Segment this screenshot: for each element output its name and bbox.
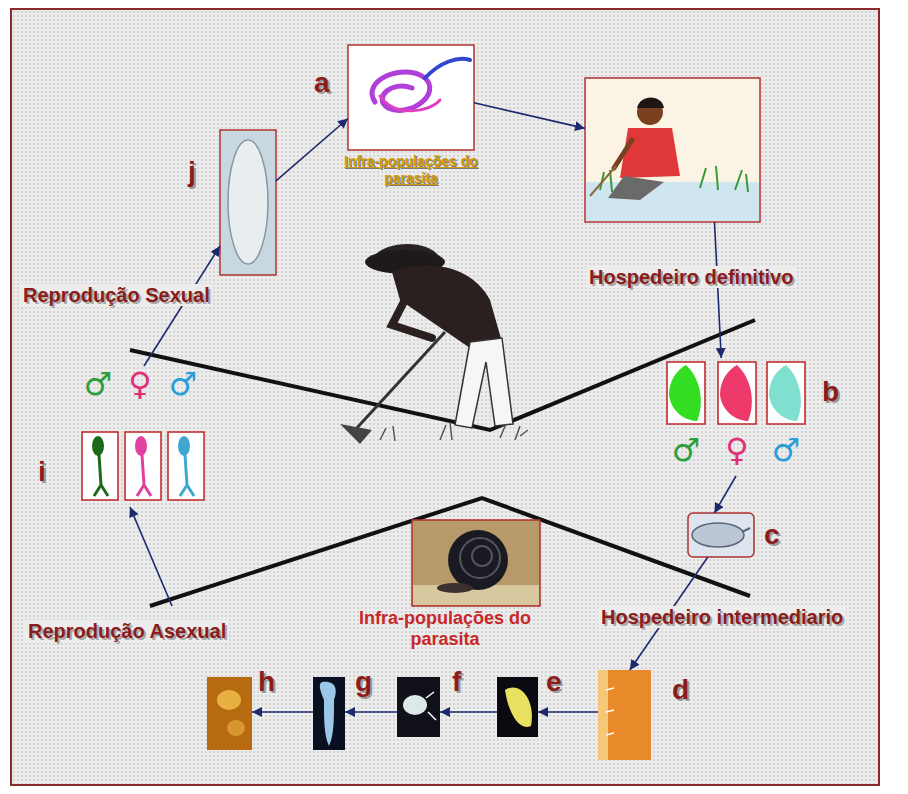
image-node: g bbox=[313, 677, 345, 750]
flow-arrow bbox=[144, 246, 220, 366]
image-node: i♂♀♂ bbox=[78, 366, 210, 504]
image-node: aInfra-populações do parasita bbox=[348, 45, 474, 150]
image-panel bbox=[348, 45, 474, 150]
callout-letter: e bbox=[546, 668, 562, 696]
schistosomulum-picture bbox=[380, 96, 440, 111]
redia-picture bbox=[320, 682, 336, 746]
cycle-line bbox=[130, 320, 755, 430]
sporocyst-picture bbox=[403, 695, 427, 715]
image-panel bbox=[220, 130, 276, 275]
callout-letter: d bbox=[672, 676, 689, 704]
caption-label: Infra-populações do parasita bbox=[355, 608, 535, 649]
sporocyst-picture bbox=[606, 688, 614, 735]
flow-arrow bbox=[252, 711, 313, 713]
callout-letter: a bbox=[314, 69, 330, 97]
caption-label: Hospedeiro definitivo bbox=[586, 266, 796, 288]
image-panel bbox=[397, 677, 440, 737]
image-panel bbox=[497, 677, 538, 737]
flow-arrow bbox=[276, 119, 348, 181]
redia-picture bbox=[227, 720, 245, 736]
callout-letter: b bbox=[822, 378, 839, 406]
image-panel bbox=[207, 677, 252, 750]
sex-symbol: ♂ bbox=[666, 434, 706, 466]
sporocyst-picture bbox=[598, 670, 608, 760]
flow-arrow bbox=[440, 711, 497, 713]
cycle-line bbox=[150, 498, 750, 606]
flow-arrow bbox=[345, 711, 397, 713]
sex-symbol: ♂ bbox=[766, 434, 806, 466]
adult-worm-pictures bbox=[667, 362, 805, 424]
sex-symbol: ♂ bbox=[163, 368, 203, 400]
image-panel bbox=[412, 520, 540, 606]
image-node: Hospedeiro definitivo bbox=[585, 78, 760, 222]
callout-letter: h bbox=[258, 668, 275, 696]
flow-arrow bbox=[130, 507, 172, 606]
farmer-figure bbox=[340, 244, 528, 444]
host-boy-picture bbox=[586, 98, 759, 222]
redia-picture bbox=[217, 690, 241, 710]
callout-letter: j bbox=[188, 158, 196, 186]
image-panel bbox=[598, 670, 651, 760]
image-node: b♂♀♂ bbox=[662, 358, 810, 476]
image-node: h bbox=[207, 677, 252, 750]
flow-arrow bbox=[538, 711, 598, 713]
egg-spine bbox=[742, 528, 750, 532]
image-node: c bbox=[688, 513, 754, 557]
flow-arrow bbox=[714, 476, 736, 513]
sex-symbol: ♂ bbox=[78, 368, 118, 400]
callout-letter: c bbox=[764, 521, 780, 549]
image-panel bbox=[688, 513, 754, 557]
schistosomulum-picture bbox=[372, 72, 430, 110]
image-node: j bbox=[220, 130, 276, 275]
sex-symbol: ♀ bbox=[120, 368, 160, 400]
image-node: f bbox=[397, 677, 440, 737]
sporocyst-picture bbox=[505, 687, 532, 727]
caption-label: Infra-populações do parasita bbox=[336, 153, 486, 187]
callout-letter: f bbox=[452, 668, 461, 696]
flow-arrow bbox=[715, 222, 722, 358]
image-node: d bbox=[598, 670, 651, 760]
sporocyst-picture bbox=[426, 692, 436, 720]
image-panel bbox=[313, 677, 345, 750]
miracidium-picture bbox=[228, 140, 268, 264]
snail-picture bbox=[413, 530, 539, 605]
image-node: e bbox=[497, 677, 538, 737]
image-node: Infra-populações do parasita bbox=[412, 520, 540, 606]
egg-picture bbox=[692, 523, 744, 547]
callout-letter: g bbox=[355, 668, 372, 696]
image-panel bbox=[585, 78, 760, 222]
stage-heading: Reprodução Sexual bbox=[20, 284, 213, 306]
stage-heading: Hospedeiro intermediario bbox=[598, 606, 846, 628]
callout-letter: i bbox=[38, 458, 46, 486]
sex-symbol: ♀ bbox=[717, 434, 757, 466]
stage-heading: Reprodução Asexual bbox=[25, 620, 229, 642]
schistosomulum-picture bbox=[425, 59, 470, 78]
cercaria-pictures bbox=[82, 432, 204, 500]
flow-arrow bbox=[474, 103, 585, 129]
